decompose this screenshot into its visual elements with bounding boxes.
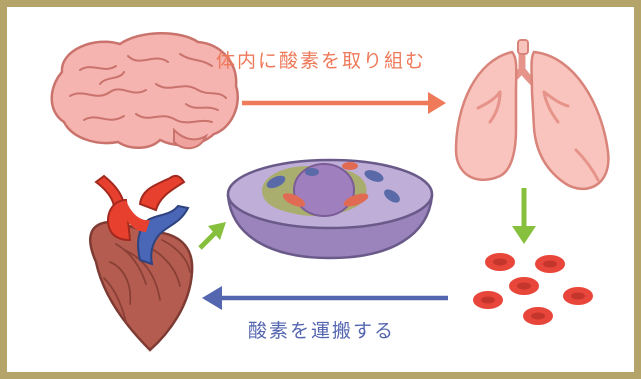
oxygen-transport-label: 酸素を運搬する (248, 316, 395, 343)
intake-arrowhead (428, 92, 446, 114)
oxygen-intake-label: 体内に酸素を取り組む (216, 46, 426, 73)
green-arrowhead-down (512, 226, 536, 244)
red-blood-cells-icon (473, 253, 593, 325)
brain-icon (52, 33, 238, 148)
lungs-icon (456, 40, 608, 189)
green-arrow-diagonal (200, 232, 216, 248)
transport-arrowhead (202, 286, 222, 310)
cell-icon (228, 160, 432, 258)
heart-icon (90, 176, 192, 350)
